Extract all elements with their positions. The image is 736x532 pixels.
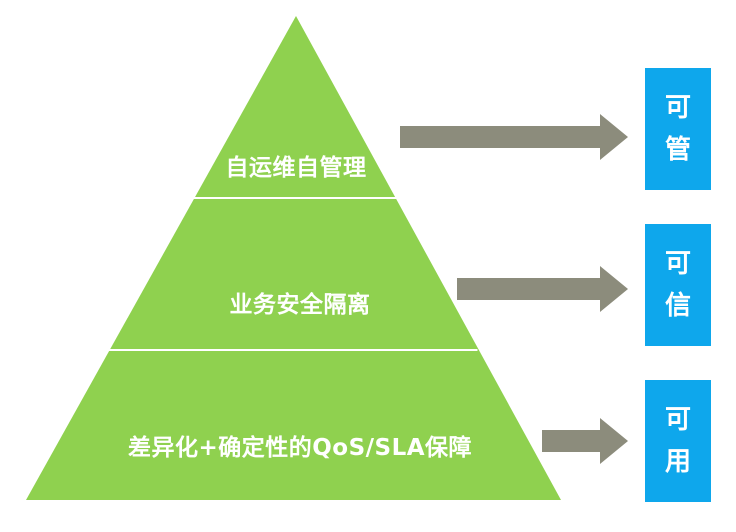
arrow-to-manageable <box>400 114 628 160</box>
arrow-to-trusted <box>457 266 628 312</box>
badge-manageable: 可 管 <box>645 68 711 190</box>
badge-manageable-char-1: 可 <box>664 92 691 123</box>
arrow-to-usable <box>542 418 628 464</box>
tier-label-service-isolation: 业务安全隔离 <box>229 292 371 318</box>
badge-trusted-char-1: 可 <box>664 248 691 279</box>
pyramid <box>26 16 561 500</box>
badge-trusted: 可 信 <box>645 224 711 346</box>
badge-usable-char-1: 可 <box>664 404 691 435</box>
badge-manageable-char-2: 管 <box>664 135 691 166</box>
tier-label-qos-sla: 差异化+确定性的QoS/SLA保障 <box>127 435 473 461</box>
tier-label-ops-management: 自运维自管理 <box>225 155 367 181</box>
badge-trusted-char-2: 信 <box>664 291 691 322</box>
badge-usable: 可 用 <box>645 380 711 502</box>
badge-usable-char-2: 用 <box>664 447 691 478</box>
